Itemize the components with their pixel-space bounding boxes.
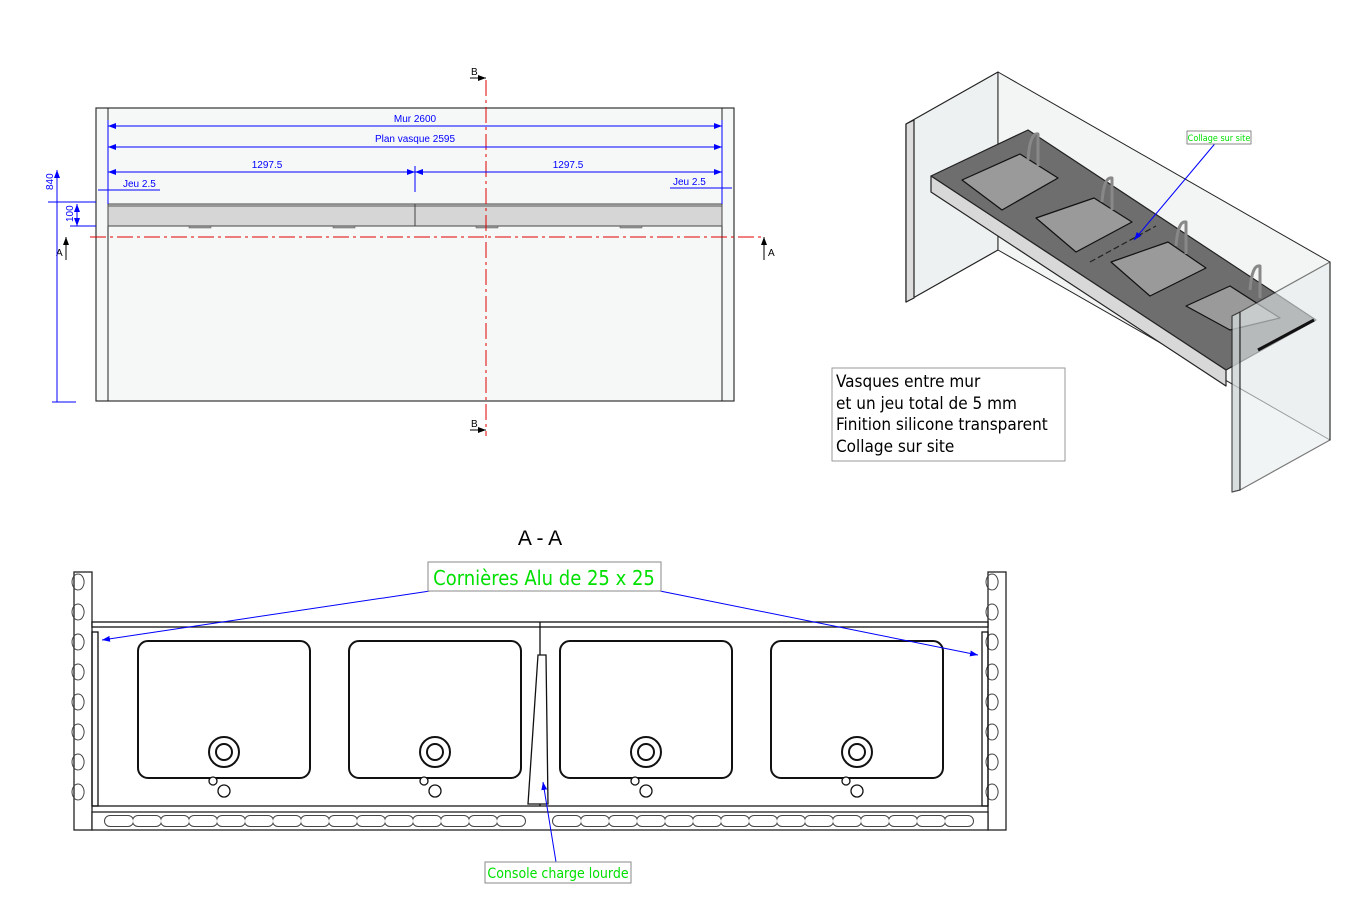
note-line-3: Finition silicone transparent bbox=[836, 415, 1048, 435]
callout-collage: Collage sur site bbox=[1188, 134, 1251, 144]
section-mark-a-left: A bbox=[56, 248, 63, 259]
section-mark-a-right: A bbox=[768, 248, 775, 259]
section-title: A - A bbox=[518, 527, 562, 550]
dim-half-right: 1297.5 bbox=[553, 160, 584, 171]
basins bbox=[137, 640, 944, 798]
note-line-2: et un jeu total de 5 mm bbox=[836, 394, 1017, 414]
callout-angles: Cornières Alu de 25 x 25 bbox=[433, 566, 655, 590]
dim-height: 840 bbox=[45, 173, 56, 190]
section-mark-b-top: B bbox=[471, 67, 478, 78]
dim-half-left: 1297.5 bbox=[252, 160, 283, 171]
dim-thickness: 100 bbox=[65, 205, 76, 222]
notes-box: Vasques entre mur et un jeu total de 5 m… bbox=[831, 367, 1066, 462]
section-mark-b-bottom: B bbox=[471, 419, 478, 430]
note-line-1: Vasques entre mur bbox=[836, 372, 981, 392]
section-view: A - A bbox=[71, 527, 1007, 884]
dim-wall: Mur 2600 bbox=[394, 114, 437, 125]
console-bracket bbox=[527, 654, 549, 805]
dim-gap-left: Jeu 2.5 bbox=[123, 179, 156, 190]
dim-gap-right: Jeu 2.5 bbox=[673, 177, 706, 188]
note-line-4: Collage sur site bbox=[836, 437, 954, 457]
iso-view: Collage sur site bbox=[905, 71, 1331, 493]
front-view: B B A A Mur 2600 Plan vasque 2595 1297.5… bbox=[45, 67, 775, 436]
callout-console: Console charge lourde bbox=[487, 866, 628, 882]
dim-counter: Plan vasque 2595 bbox=[375, 134, 456, 145]
